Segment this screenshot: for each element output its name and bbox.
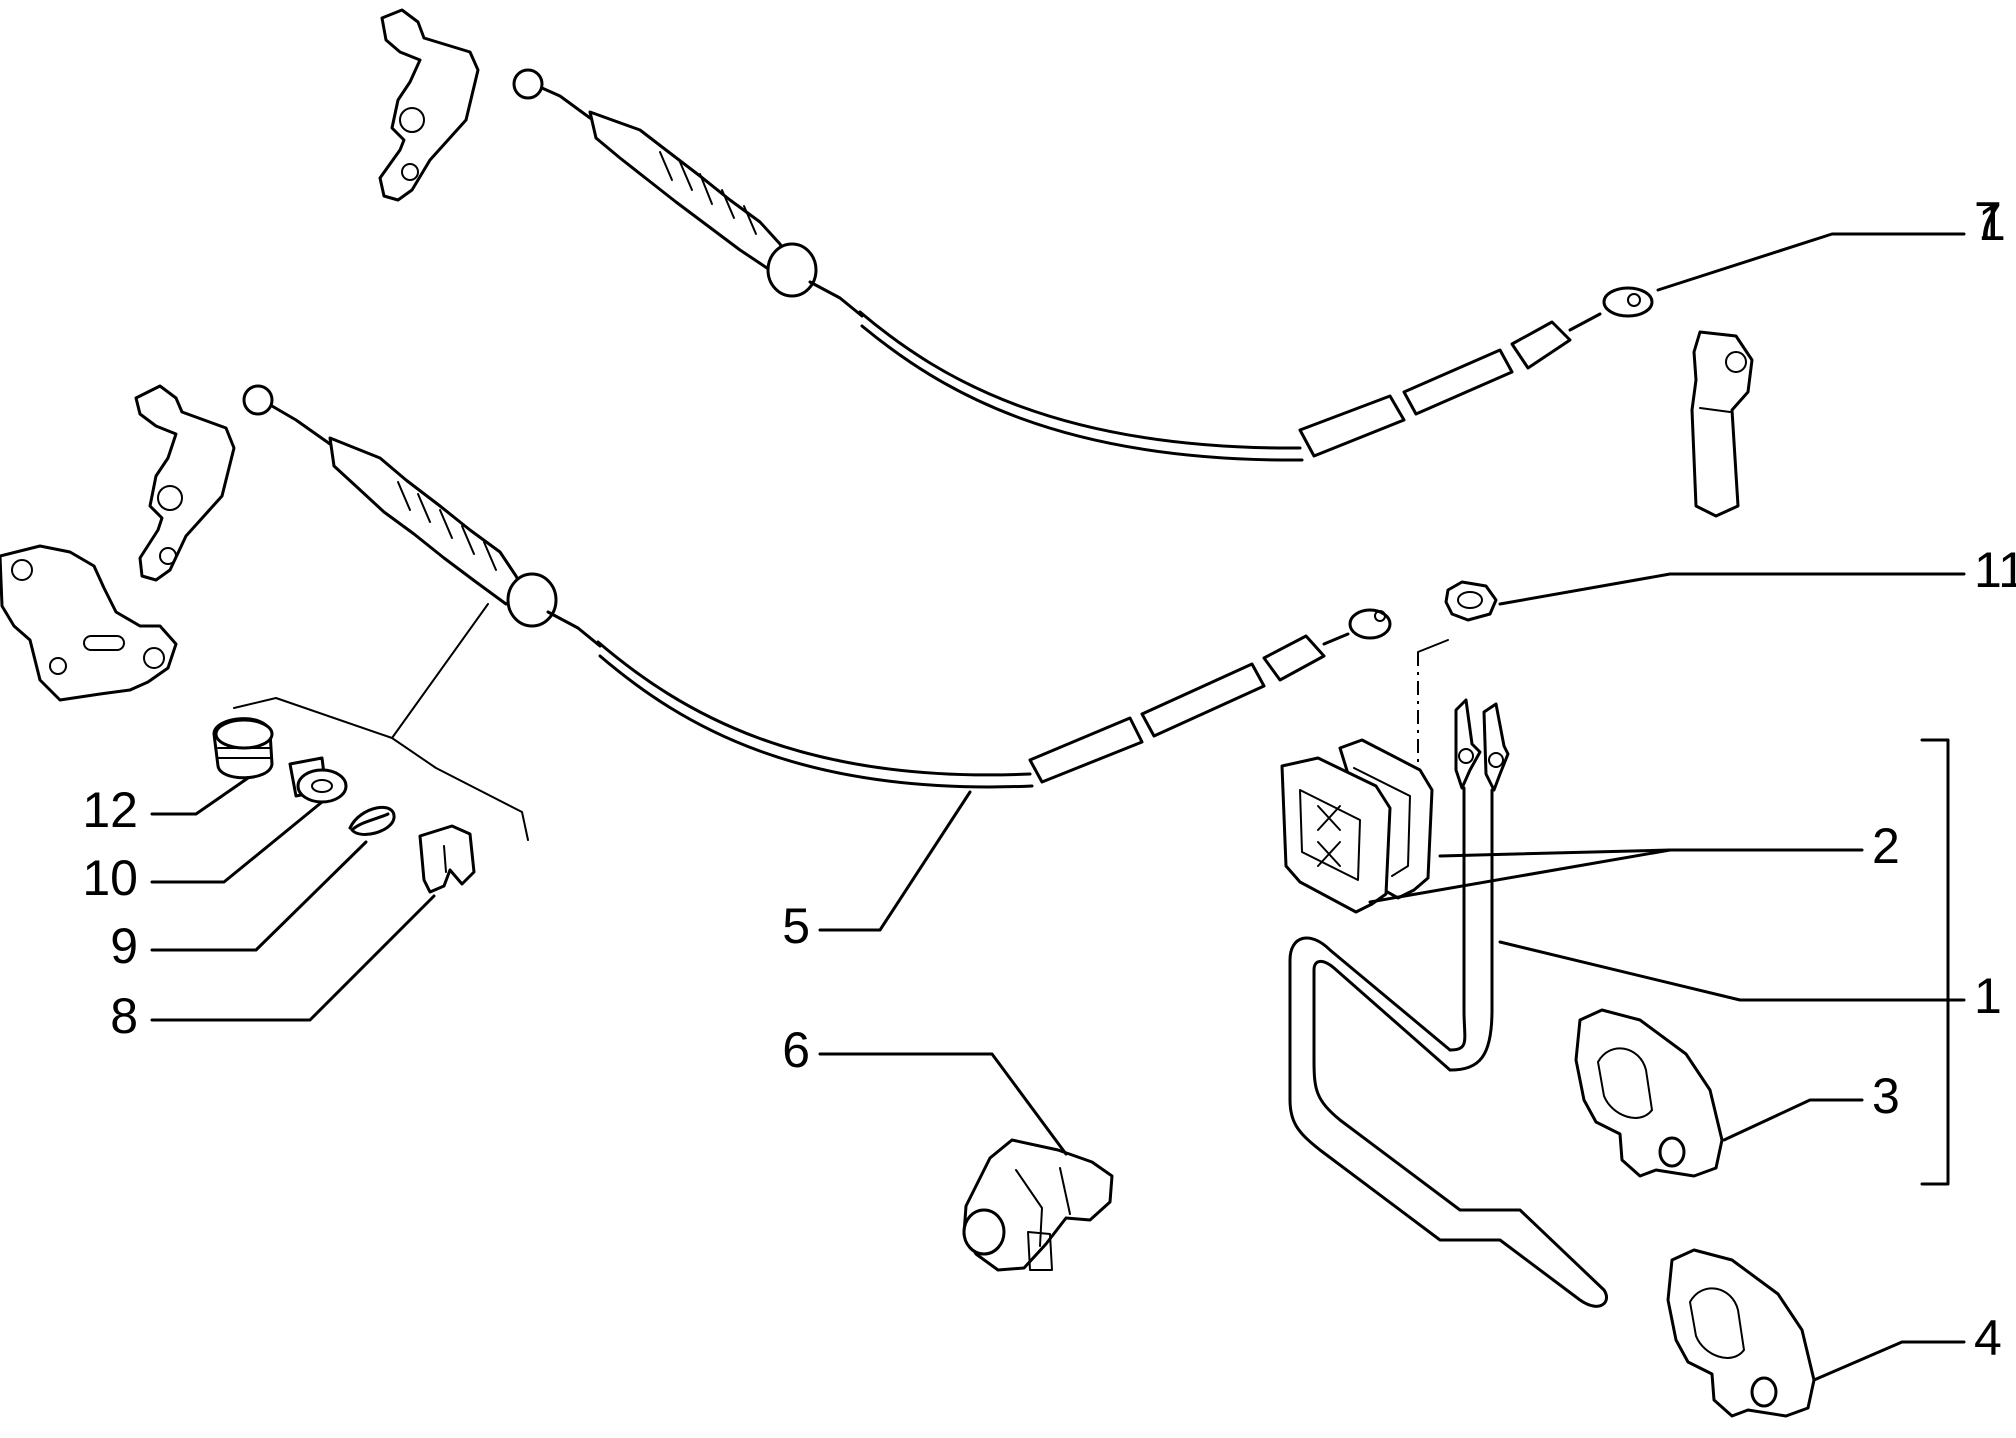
group-bracket — [1920, 738, 1950, 1186]
small-parts-guide — [233, 603, 529, 841]
upper-cable-bracket — [378, 8, 480, 202]
part-9-clip[interactable] — [348, 806, 396, 836]
part-8-retainer[interactable] — [418, 824, 476, 894]
lower-shift-cable[interactable] — [0, 384, 1392, 789]
part-6-grommet[interactable] — [962, 1138, 1114, 1272]
part-4-cover[interactable] — [1666, 1248, 1816, 1418]
callout-12: 12 — [82, 782, 138, 838]
callout-5: 5 — [782, 898, 810, 954]
callout-1: 1 — [1974, 968, 2002, 1024]
part-10-sleeve[interactable] — [288, 756, 348, 804]
part-2-pads[interactable] — [1280, 738, 1434, 914]
callout-2: 2 — [1872, 818, 1900, 874]
upper-shift-cable[interactable] — [378, 8, 1654, 462]
callout-11: 11 — [1974, 542, 2016, 598]
cable-end-pin[interactable] — [1690, 330, 1754, 518]
callout-9: 9 — [110, 918, 138, 974]
leader-lines — [150, 232, 1966, 1382]
mounting-plate — [0, 544, 178, 702]
part-12-bushing[interactable] — [212, 717, 274, 780]
callout-7b: 7 — [1974, 192, 2002, 248]
part-1-shift-rod[interactable] — [1288, 698, 1608, 1308]
callout-7: 1 — [1978, 195, 2006, 251]
callout-3: 3 — [1872, 1068, 1900, 1124]
callout-8: 8 — [110, 988, 138, 1044]
callout-4: 4 — [1974, 1310, 2002, 1366]
part-11-nut[interactable] — [1444, 580, 1498, 622]
lower-cable-bracket — [134, 384, 236, 582]
callout-10: 10 — [82, 850, 138, 906]
part-3-cover[interactable] — [1574, 1008, 1724, 1178]
callout-6: 6 — [782, 1022, 810, 1078]
